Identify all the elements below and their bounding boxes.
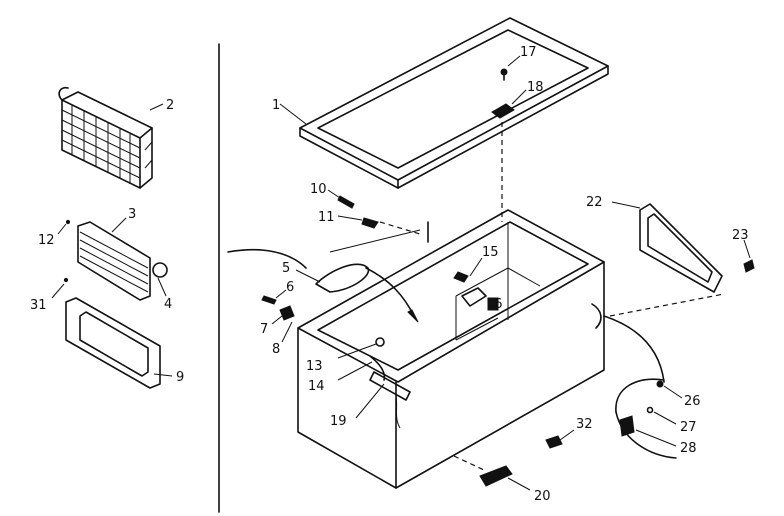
part-27-screw	[646, 406, 654, 414]
callout-1: 1	[272, 98, 280, 113]
part-15-clip	[453, 271, 469, 283]
part-16-block	[487, 297, 499, 311]
part-20-foot	[479, 465, 513, 487]
arrowhead-5	[407, 309, 419, 323]
callout-27: 27	[680, 420, 697, 435]
part-18-hinge	[491, 103, 515, 119]
part-26-housing-lower	[615, 411, 677, 459]
leader-13	[337, 343, 377, 359]
leader-31	[51, 283, 65, 299]
leader-19	[355, 383, 385, 419]
part-1-lid	[299, 17, 609, 189]
leader-27	[653, 411, 677, 425]
callout-19: 19	[330, 414, 347, 429]
part-19-cable	[395, 395, 401, 429]
part-10-screw	[337, 195, 355, 209]
leader-11	[337, 215, 363, 221]
locator-line	[329, 229, 421, 253]
callout-2: 2	[166, 98, 174, 113]
path-curve	[227, 248, 307, 269]
leader-18	[511, 89, 527, 105]
leader-22	[611, 201, 641, 209]
foot-axis	[453, 455, 485, 471]
callout-4: 4	[164, 297, 172, 312]
part-6-screw	[261, 295, 277, 305]
gasket-axis	[609, 293, 725, 317]
callout-3: 3	[128, 207, 136, 222]
leader-32	[559, 429, 575, 441]
cabinet-body	[297, 209, 605, 489]
callout-18: 18	[527, 80, 544, 95]
callout-17: 17	[520, 45, 537, 60]
part-16-bracket	[461, 287, 487, 307]
leader-15	[469, 257, 483, 277]
callout-28: 28	[680, 441, 697, 456]
callout-6: 6	[286, 280, 294, 295]
callout-14: 14	[308, 379, 325, 394]
part-23-screw	[743, 259, 755, 273]
part-5-bracket	[315, 263, 370, 293]
part-7-block	[279, 305, 295, 321]
leader-10	[327, 189, 341, 199]
leader-17	[507, 55, 521, 67]
part-28-thermostat	[619, 415, 635, 437]
leader-12	[57, 223, 67, 235]
leader-7	[271, 315, 283, 325]
callout-16: 16	[486, 297, 503, 312]
callout-22: 22	[586, 195, 603, 210]
callout-15: 15	[482, 245, 499, 260]
leader-5	[295, 269, 321, 283]
control-wire	[603, 315, 665, 383]
part-12-screw	[65, 219, 71, 225]
part-26-housing	[615, 378, 665, 413]
callout-5: 5	[282, 261, 290, 276]
leader-28	[635, 429, 677, 447]
part-31-screw	[63, 277, 69, 283]
leader-20	[507, 477, 531, 491]
callout-11: 11	[318, 210, 335, 225]
part-9-frame	[65, 297, 161, 389]
callout-10: 10	[310, 182, 327, 197]
leader-26	[663, 385, 683, 399]
leader-1	[279, 103, 307, 125]
part-32-screw	[545, 435, 563, 449]
part-2-basket	[58, 86, 153, 189]
leader-4	[157, 277, 167, 297]
part-3-grille	[77, 221, 151, 301]
part-4-knob	[152, 262, 168, 278]
leader-2	[149, 103, 164, 111]
screw-axis	[379, 221, 421, 235]
part-22-gasket	[639, 203, 723, 293]
callout-9: 9	[176, 370, 184, 385]
callout-26: 26	[684, 394, 701, 409]
callout-31: 31	[30, 298, 47, 313]
leader-23	[743, 239, 751, 259]
part-17-head	[500, 68, 508, 76]
callout-7: 7	[260, 322, 268, 337]
callout-8: 8	[272, 342, 280, 357]
callout-20: 20	[534, 489, 551, 504]
callout-13: 13	[306, 359, 323, 374]
part-13-washer	[375, 337, 385, 347]
leader-9	[153, 373, 173, 377]
leader-6	[275, 289, 287, 299]
leader-3	[111, 217, 127, 233]
callout-12: 12	[38, 233, 55, 248]
part-11-screw	[361, 217, 379, 229]
part-19-arm	[369, 371, 411, 401]
leader-14	[337, 361, 373, 381]
leader-8	[281, 321, 293, 343]
part-26-screw	[656, 380, 664, 388]
callout-32: 32	[576, 417, 593, 432]
callout-23: 23	[732, 228, 749, 243]
assembly-path-5	[365, 267, 415, 317]
